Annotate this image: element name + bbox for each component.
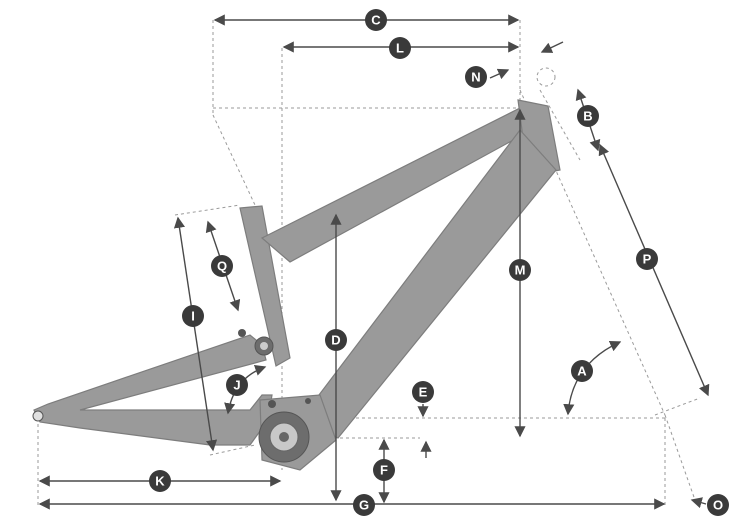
badge-label: M [515, 263, 526, 278]
label-badges: A B C D E F G I J K L M N O P Q [149, 9, 729, 516]
label-badge-n: N [465, 66, 487, 88]
badge-circle [571, 360, 593, 382]
badge-label: G [359, 498, 369, 513]
label-badge-j: J [226, 374, 248, 396]
label-badge-l: L [389, 37, 411, 59]
badge-label: I [191, 309, 195, 324]
badge-label: O [713, 498, 723, 513]
badge-label: L [396, 41, 404, 56]
badge-circle [465, 66, 487, 88]
label-badge-m: M [509, 259, 531, 281]
badge-label: F [380, 463, 388, 478]
badge-label: J [233, 378, 240, 393]
badge-circle [365, 9, 387, 31]
label-badge-f: F [373, 459, 395, 481]
label-badge-q: Q [211, 255, 233, 277]
label-badge-g: G [353, 494, 375, 516]
label-badge-c: C [365, 9, 387, 31]
badge-circle [211, 255, 233, 277]
badge-label: A [577, 364, 587, 379]
badge-circle [509, 259, 531, 281]
badge-circle [226, 374, 248, 396]
badge-label: E [419, 385, 428, 400]
badge-label: B [583, 109, 592, 124]
badge-circle [577, 105, 599, 127]
label-badge-d: D [325, 329, 347, 351]
badge-label: C [371, 13, 381, 28]
badge-circle [636, 248, 658, 270]
badge-circle [389, 37, 411, 59]
bike-frame [32, 99, 561, 471]
badge-circle [707, 494, 729, 516]
label-badge-p: P [636, 248, 658, 270]
badge-circle [182, 305, 204, 327]
badge-circle [412, 381, 434, 403]
badge-label: N [471, 70, 480, 85]
badge-circle [353, 494, 375, 516]
label-badge-a: A [571, 360, 593, 382]
label-badge-b: B [577, 105, 599, 127]
badge-label: K [155, 474, 165, 489]
badge-label: D [331, 333, 340, 348]
badge-label: Q [217, 259, 227, 274]
badge-circle [149, 470, 171, 492]
badge-circle [373, 459, 395, 481]
badge-circle [325, 329, 347, 351]
label-badge-o: O [707, 494, 729, 516]
label-badge-e: E [412, 381, 434, 403]
label-badge-i: I [182, 305, 204, 327]
badge-label: P [643, 252, 652, 267]
label-badge-k: K [149, 470, 171, 492]
